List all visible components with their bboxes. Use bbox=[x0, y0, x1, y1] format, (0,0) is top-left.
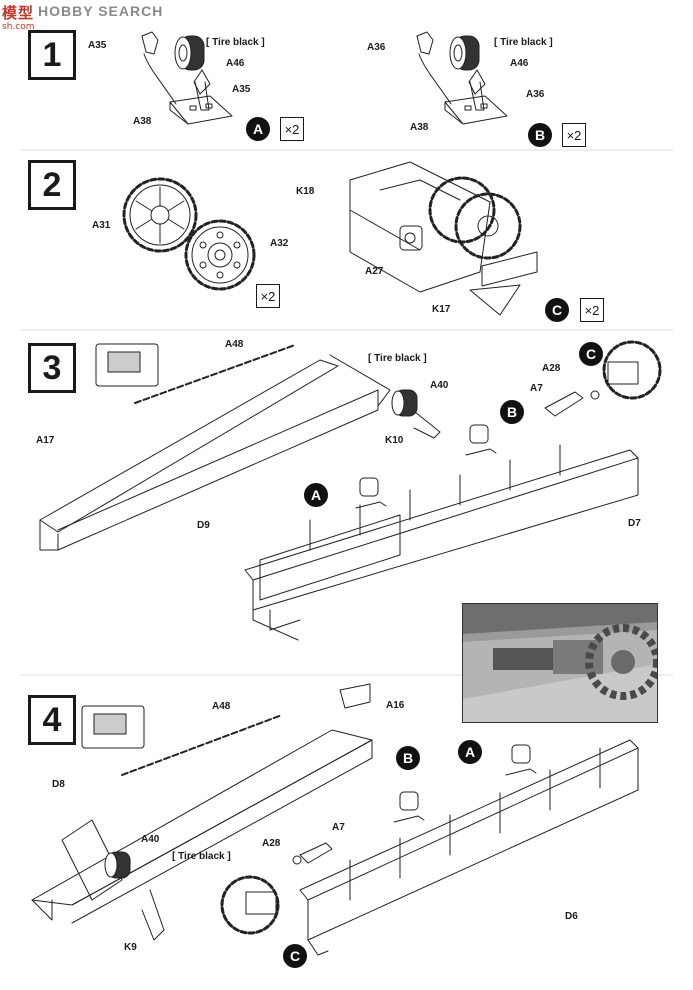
watermark-cn: 模型 bbox=[2, 4, 35, 22]
part-label-a38: A38 bbox=[410, 122, 429, 133]
part-label-k18: K18 bbox=[296, 186, 315, 197]
subassembly-marker-b: B bbox=[396, 746, 420, 770]
subassembly-marker-c: C bbox=[545, 298, 569, 322]
part-label-a36: A36 bbox=[526, 89, 545, 100]
part-label-d7: D7 bbox=[628, 518, 641, 529]
part-label-a35: A35 bbox=[232, 84, 251, 95]
tire-a40-step4 bbox=[104, 851, 165, 941]
part-label-a40: A40 bbox=[430, 380, 449, 391]
hull-side-d6 bbox=[299, 739, 639, 956]
subassembly-marker-a: A bbox=[304, 483, 328, 507]
drive-housing bbox=[349, 161, 538, 316]
return-roller-b-step4 bbox=[393, 791, 425, 823]
tire-a40-step3 bbox=[391, 389, 441, 439]
sprocket-a31 bbox=[122, 177, 198, 253]
part-label-a28: A28 bbox=[542, 363, 561, 374]
part-label-a48: A48 bbox=[212, 701, 231, 712]
watermark-brand: HOBBY SEARCH bbox=[38, 3, 164, 19]
part-label-k9: K9 bbox=[124, 942, 137, 953]
subassembly-marker-c: C bbox=[283, 944, 307, 968]
bogie-assembly-a bbox=[141, 31, 233, 125]
paint-note-tire-black: [ Tire black ] bbox=[172, 851, 231, 862]
part-label-a28: A28 bbox=[262, 838, 281, 849]
part-label-k10: K10 bbox=[385, 435, 404, 446]
hull-side-d8 bbox=[31, 683, 373, 924]
step-number-1: 1 bbox=[28, 30, 76, 80]
paint-note-tire-black: [ Tire black ] bbox=[494, 37, 553, 48]
part-label-a46: A46 bbox=[226, 58, 245, 69]
return-roller-b-step3 bbox=[465, 424, 497, 456]
return-roller-a-step4 bbox=[505, 744, 537, 776]
sprocket-a32 bbox=[184, 219, 256, 291]
idler-assembly-step3 bbox=[544, 340, 662, 417]
part-label-a7: A7 bbox=[332, 822, 345, 833]
part-label-k17: K17 bbox=[432, 304, 451, 315]
part-label-a38: A38 bbox=[133, 116, 152, 127]
step-number-4: 4 bbox=[28, 695, 76, 745]
part-label-a32: A32 bbox=[270, 238, 289, 249]
part-label-a40: A40 bbox=[141, 834, 160, 845]
step-number-2: 2 bbox=[28, 160, 76, 210]
quantity-badge: ×2 bbox=[256, 284, 280, 308]
subassembly-marker-a: A bbox=[458, 740, 482, 764]
part-label-a46: A46 bbox=[510, 58, 529, 69]
part-label-a36: A36 bbox=[367, 42, 386, 53]
quantity-badge: ×2 bbox=[562, 123, 586, 147]
part-label-d9: D9 bbox=[197, 520, 210, 531]
quantity-badge: ×2 bbox=[580, 298, 604, 322]
subassembly-marker-c: C bbox=[579, 342, 603, 366]
subassembly-marker-a: A bbox=[246, 117, 270, 141]
hull-side-d7 bbox=[244, 444, 639, 641]
sprocket-assembly-step4 bbox=[220, 842, 333, 935]
part-label-a48: A48 bbox=[225, 339, 244, 350]
return-roller-a-step3 bbox=[355, 477, 387, 509]
part-label-a27: A27 bbox=[365, 266, 384, 277]
part-label-a16: A16 bbox=[386, 700, 405, 711]
subassembly-marker-b: B bbox=[528, 123, 552, 147]
part-label-a31: A31 bbox=[92, 220, 111, 231]
bogie-assembly-b bbox=[416, 31, 508, 125]
subassembly-marker-b: B bbox=[500, 400, 524, 424]
step-number-3: 3 bbox=[28, 343, 76, 393]
watermark: 模型 HOBBY SEARCH sh.com bbox=[0, 0, 170, 32]
paint-note-tire-black: [ Tire black ] bbox=[368, 353, 427, 364]
part-label-d8: D8 bbox=[52, 779, 65, 790]
hull-side-d9 bbox=[39, 343, 391, 551]
part-label-a7: A7 bbox=[530, 383, 543, 394]
quantity-badge: ×2 bbox=[280, 117, 304, 141]
paint-note-tire-black: [ Tire black ] bbox=[206, 37, 265, 48]
part-label-a35: A35 bbox=[88, 40, 107, 51]
part-label-d6: D6 bbox=[565, 911, 578, 922]
part-label-a17: A17 bbox=[36, 435, 55, 446]
watermark-url: sh.com bbox=[2, 22, 35, 32]
reference-photo bbox=[462, 603, 658, 723]
